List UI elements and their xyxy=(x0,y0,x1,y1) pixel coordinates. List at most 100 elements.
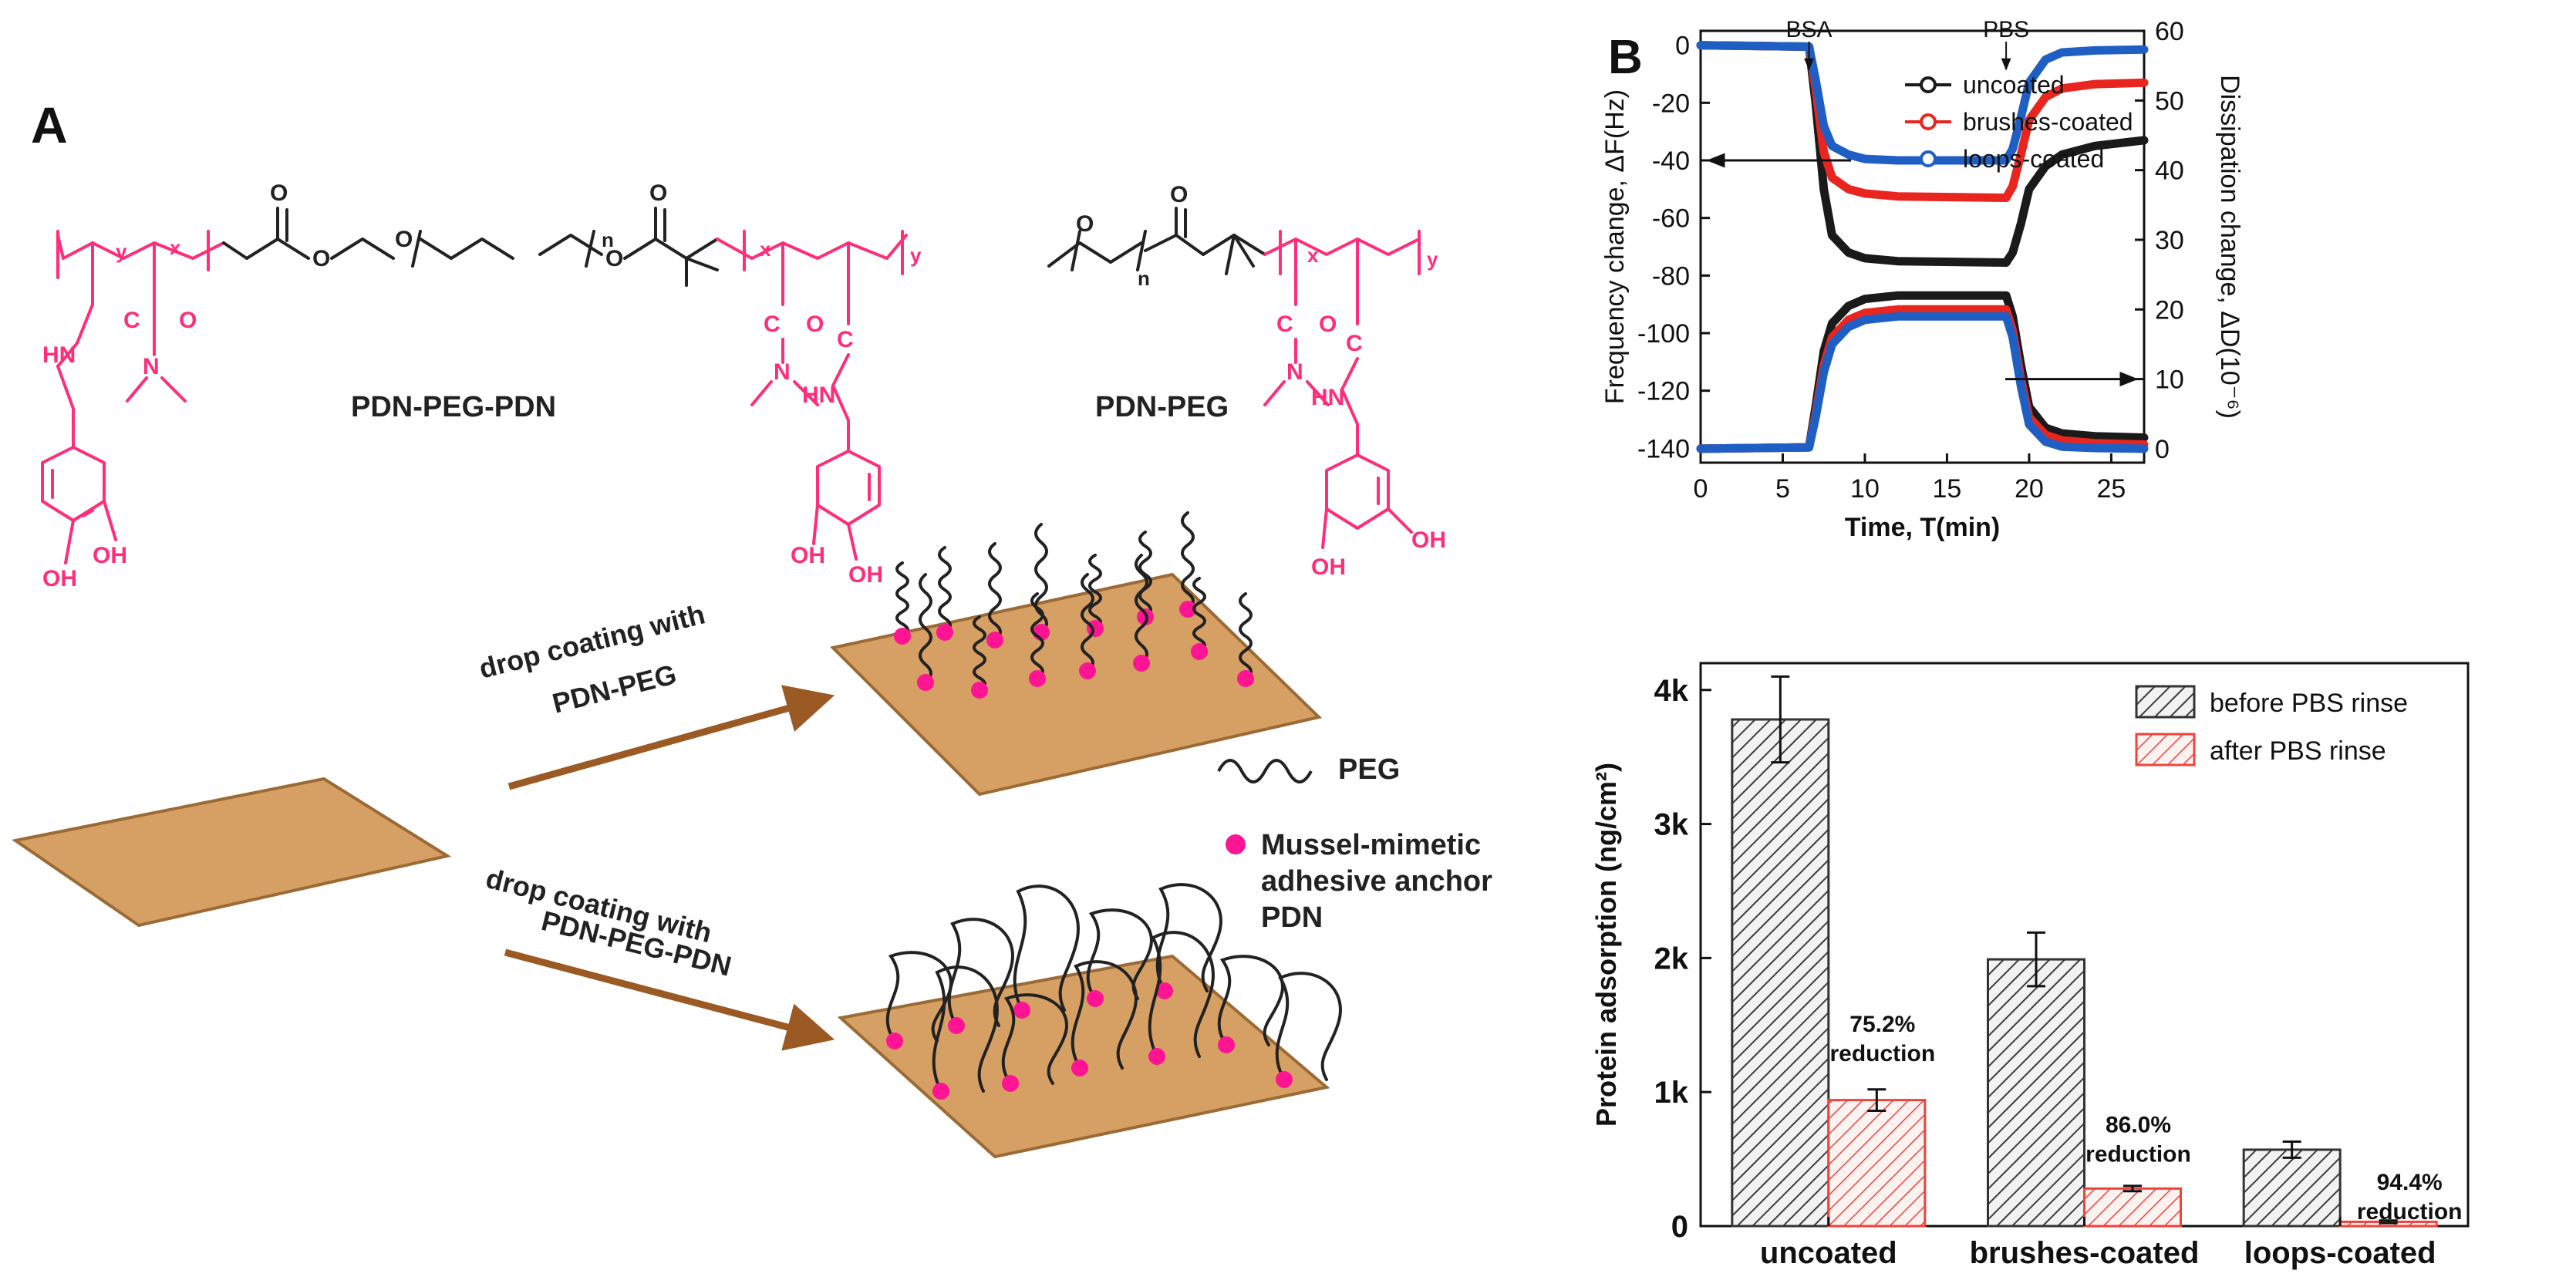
bare-substrate xyxy=(11,777,452,928)
peg-brush-chain xyxy=(1135,554,1148,665)
oh-right-2: OH xyxy=(848,562,883,588)
sub-n-struct2: n xyxy=(1138,267,1150,290)
qcm-y-axis-label: Frequency change, ΔF(Hz) xyxy=(1600,89,1630,404)
peg-loop-chain xyxy=(947,918,1014,1027)
qcm-plot-frame xyxy=(1699,29,2146,464)
legend-peg: PEG xyxy=(1338,753,1400,786)
peg-brush-chain xyxy=(1030,592,1044,680)
peg-o-carbonyl: O xyxy=(1170,182,1188,207)
qcm-x-tick-label: 5 xyxy=(1775,474,1790,504)
qcm-x-axis-label: Time, T(min) xyxy=(1845,513,2001,542)
pdn-anchor-dot xyxy=(1179,601,1196,618)
pdn-anchor-dot xyxy=(936,624,953,641)
bar xyxy=(2083,1187,2182,1228)
qcm-annotations: BSA PBS xyxy=(1706,17,2139,387)
bar-category-label: uncoated xyxy=(1760,1236,1897,1270)
pdn-anchor-dot xyxy=(1079,662,1096,679)
qcm-legend-marker xyxy=(1920,150,1937,167)
qcm-y-tick-label: -60 xyxy=(1652,204,1690,234)
peg-loops xyxy=(885,883,1342,1100)
pdn-anchor-dot xyxy=(917,674,934,691)
qcm-annotation-label: BSA xyxy=(1786,17,1833,42)
ester-o-3: O xyxy=(649,180,667,206)
carbonyl-c-right: C xyxy=(764,312,781,337)
qcm-y2-tick-label: 20 xyxy=(2155,295,2184,325)
peg-brush-chain xyxy=(1088,554,1102,630)
pdn-peg-carbonyl-o: O xyxy=(1319,312,1337,337)
amide-hn-left: HN xyxy=(42,342,76,368)
bar-legend-swatch xyxy=(2135,733,2196,766)
qcm-y2-tick-label: 0 xyxy=(2155,435,2170,464)
pdn-anchor-dot xyxy=(1002,1075,1019,1092)
peg-legend-chain xyxy=(1217,759,1313,783)
right-pdn-block xyxy=(716,230,908,561)
pdn-peg-amine-n: N xyxy=(1286,359,1303,385)
structure-1-name: PDN-PEG-PDN xyxy=(351,391,556,423)
pdn-anchor-dot xyxy=(948,1017,965,1034)
peg-loop-chain xyxy=(1001,993,1068,1085)
pdn-anchor-dot xyxy=(1087,990,1104,1007)
reduction-percent: 75.2% xyxy=(1849,1012,1915,1037)
carbonyl-c-right-2: C xyxy=(837,327,854,352)
qcm-y-tick-label: -140 xyxy=(1637,434,1690,463)
pdn-anchor-dot xyxy=(971,682,988,699)
pdn-anchor-dot xyxy=(1237,670,1254,687)
reduction-percent: 94.4% xyxy=(2377,1170,2443,1195)
ether-o-2: O xyxy=(395,227,413,252)
sub-y-right: y xyxy=(910,244,922,267)
route-top-line-2: PDN-PEG xyxy=(549,658,679,719)
pdn-anchor-dot xyxy=(1029,670,1046,687)
qcm-y-tick-label: -40 xyxy=(1652,147,1690,176)
peg-loop-chain xyxy=(1275,972,1342,1081)
qcm-frequency-line xyxy=(1696,41,2149,165)
peg-brush-chain xyxy=(1081,573,1094,672)
qcm-y2-tick-label: 10 xyxy=(2155,366,2184,395)
pdn-anchor-dot xyxy=(1013,1002,1030,1019)
ester-o-1: O xyxy=(270,180,288,206)
peg-o-ether: O xyxy=(1076,211,1094,237)
pdn-anchor-dot xyxy=(932,1083,949,1100)
carbonyl-c-left: C xyxy=(123,308,140,333)
reduction-label: reduction xyxy=(2085,1141,2191,1167)
structure-pdn-peg: O n O C xyxy=(1047,182,1446,580)
qcm-legend-label: loops-coated xyxy=(1963,145,2104,173)
qcm-dissipation-line xyxy=(1696,312,2149,453)
bar-y-tick-label: 2k xyxy=(1654,942,1689,975)
bar xyxy=(2242,1148,2342,1228)
pdn-peg-sub-y: y xyxy=(1427,248,1438,271)
legend-anchor-line-2: adhesive anchor xyxy=(1261,865,1492,898)
peg-brush-chain xyxy=(1181,511,1195,611)
amine-n-left: N xyxy=(143,354,160,379)
oh-left-1: OH xyxy=(93,543,127,568)
qcm-legend-label: brushes-coated xyxy=(1963,108,2133,136)
bar-y-tick-label: 1k xyxy=(1654,1076,1689,1110)
qcm-y2-tick-label: 50 xyxy=(2155,86,2184,116)
sub-y-left: y xyxy=(116,240,127,263)
qcm-legend-marker xyxy=(1920,113,1937,130)
qcm-y2-axis-label: Dissipation change, ΔD(10⁻⁶) xyxy=(2215,75,2244,419)
panel-a: A C O xyxy=(11,96,1492,1159)
bar xyxy=(1987,958,2085,1228)
panel-a-label: A xyxy=(31,96,68,153)
pdn-peg-sub-x: x xyxy=(1307,244,1319,267)
bar-category-label: loops-coated xyxy=(2244,1236,2436,1270)
qcm-x-tick-label: 0 xyxy=(1694,474,1708,504)
pdn-anchor-dot xyxy=(894,628,911,645)
pdn-anchor-dot xyxy=(986,632,1003,649)
arrow-to-loops xyxy=(504,948,835,1051)
pdn-peg-oh-2: OH xyxy=(1311,554,1346,580)
qcm-annotation-label: PBS xyxy=(1983,17,2029,42)
arrow-to-brushes xyxy=(507,685,835,790)
oh-left-2: OH xyxy=(42,566,77,591)
carbonyl-o-left: O xyxy=(179,308,197,333)
qcm-x-tick-label: 15 xyxy=(1933,474,1962,504)
peg-loop-chain xyxy=(885,951,953,1043)
bar-category-label: brushes-coated xyxy=(1970,1236,2200,1270)
pdn-anchor-dot xyxy=(886,1033,903,1049)
bar-y-tick-label: 3k xyxy=(1654,808,1689,842)
peg-brush-chain xyxy=(973,615,986,692)
